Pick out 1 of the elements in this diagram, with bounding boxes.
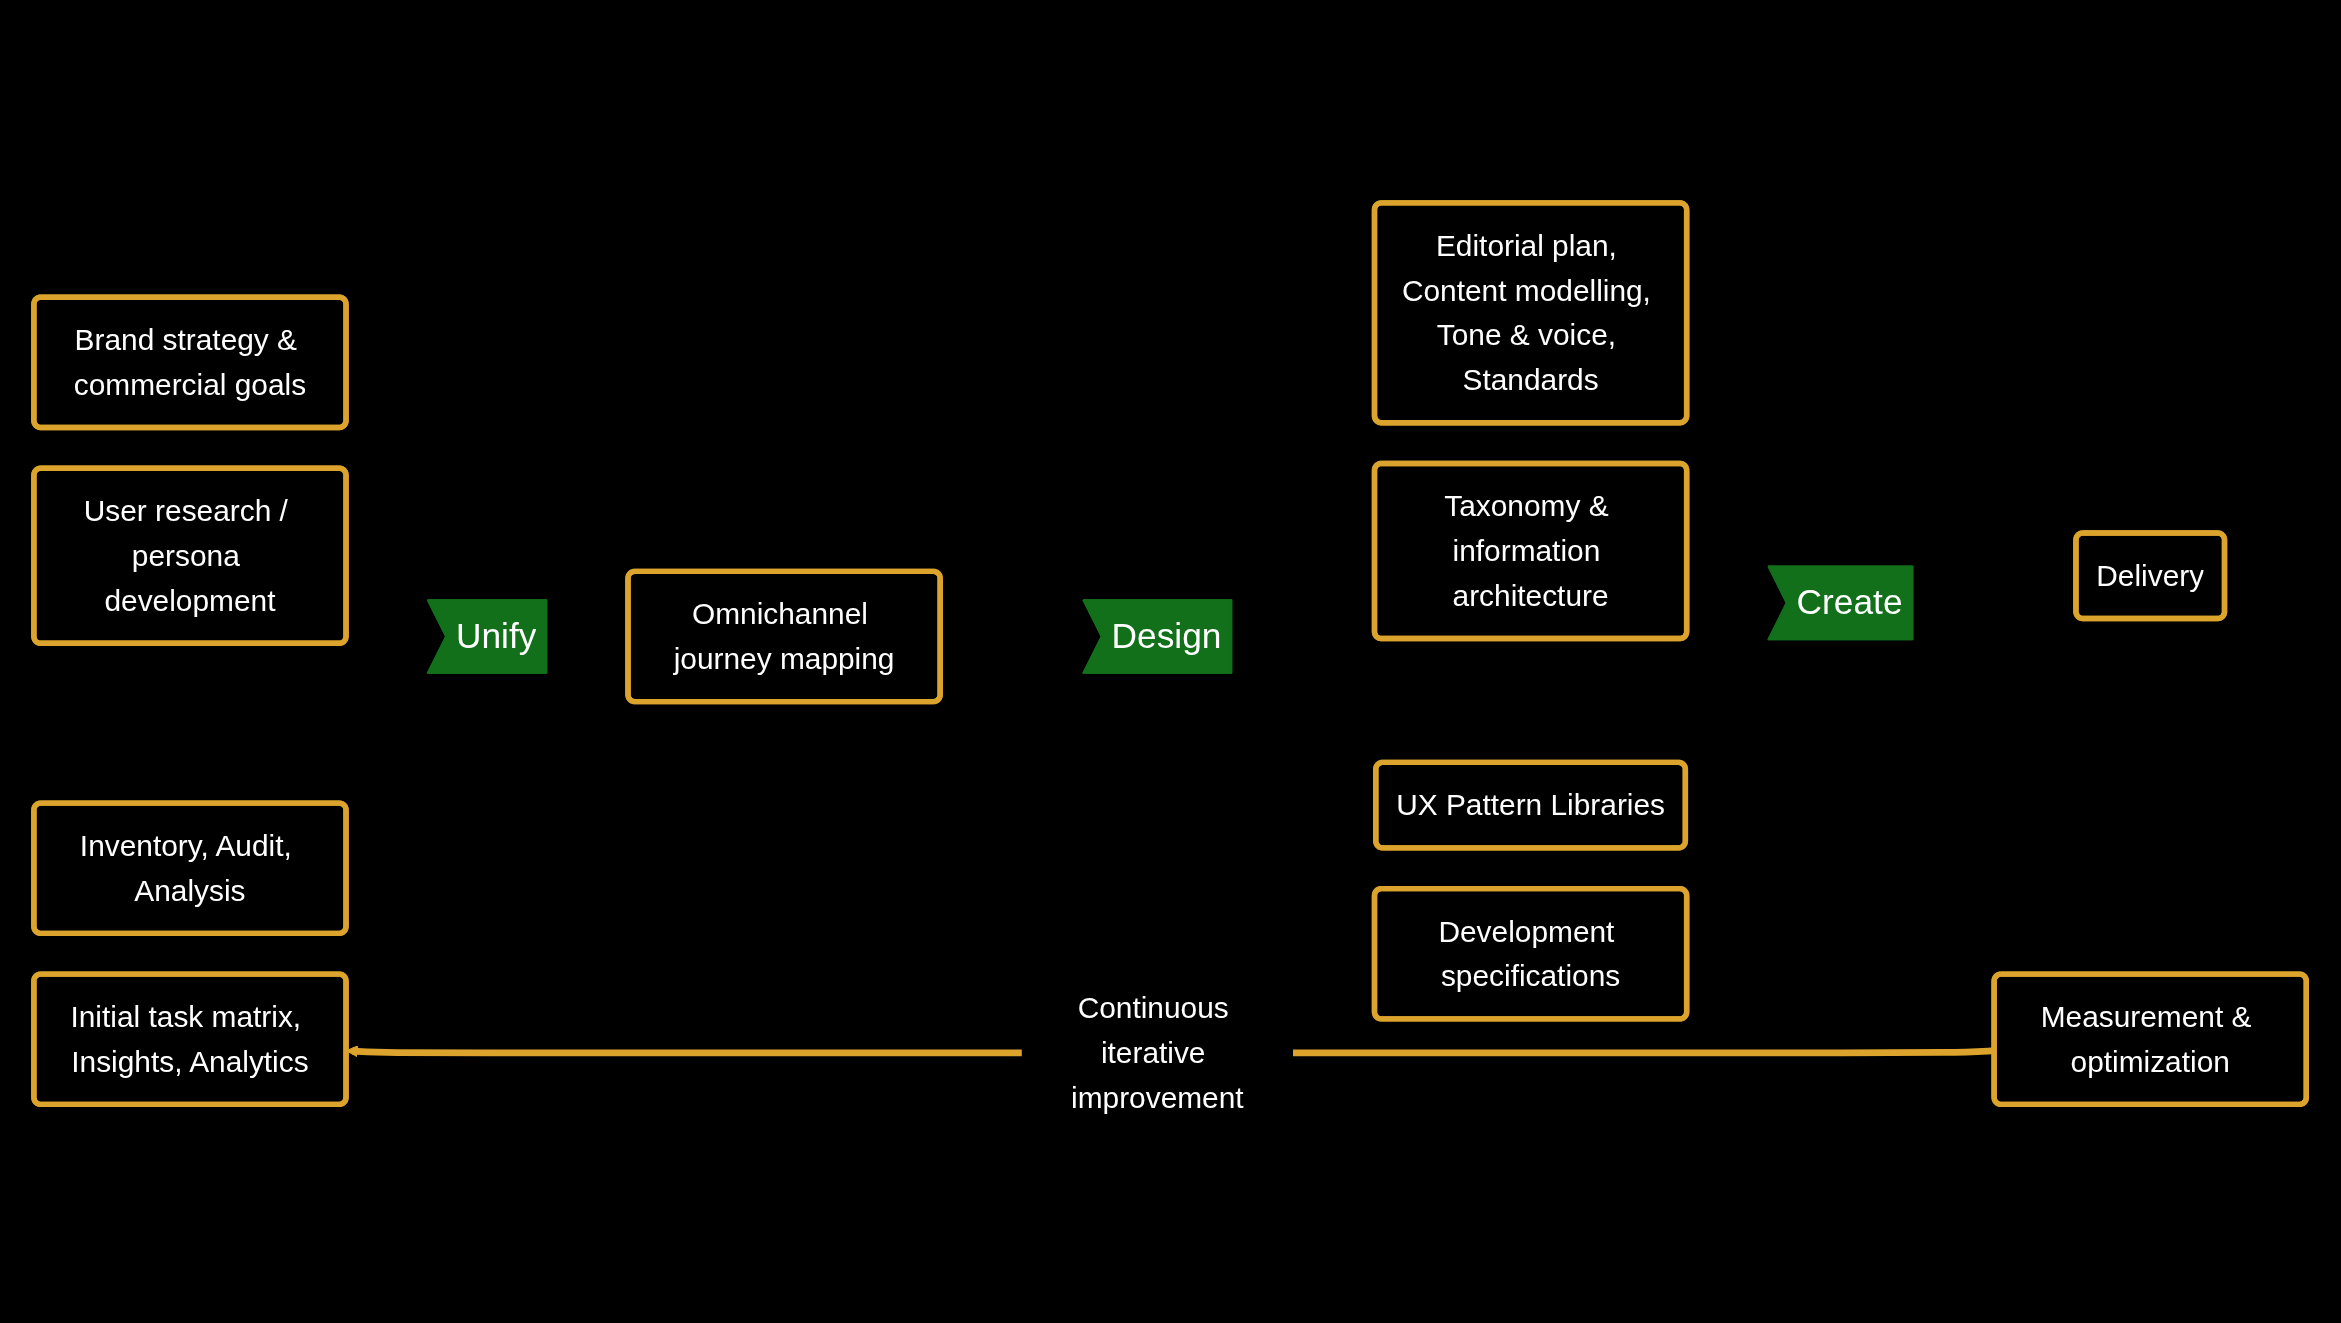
edge-label: Continuous iterative improvement — [1071, 991, 1245, 1115]
